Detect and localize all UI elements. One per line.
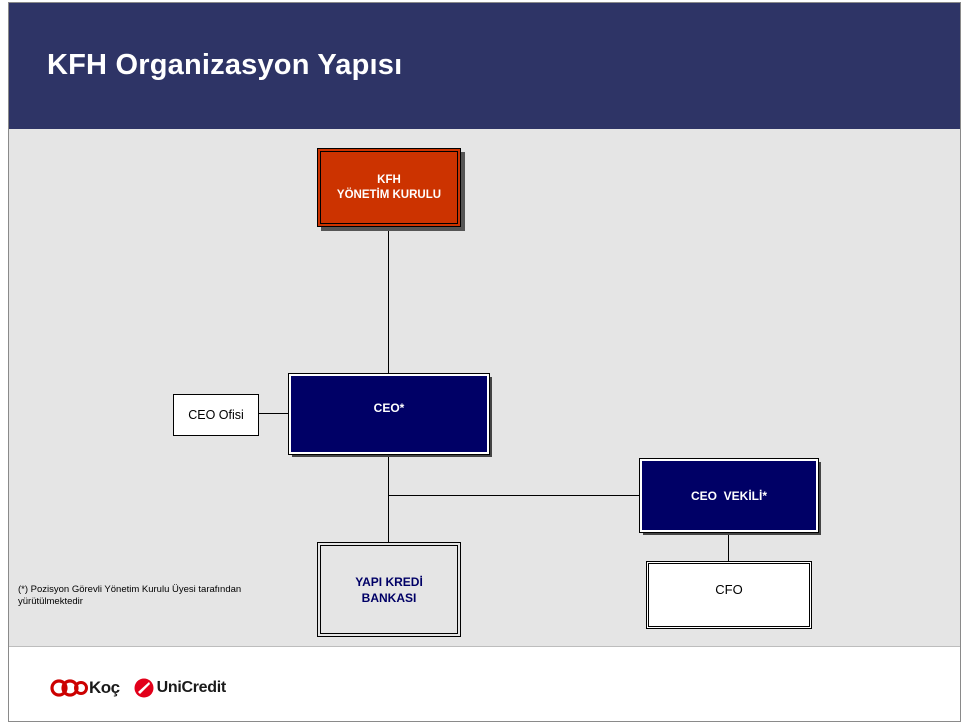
cfo-box: CFO <box>646 561 812 629</box>
connector-deputy-cfo <box>728 532 729 561</box>
ceo-deputy-label: CEO VEKİLİ* <box>690 488 767 503</box>
unicredit-logo-icon <box>134 678 154 698</box>
cfo-label: CFO <box>715 582 743 597</box>
bank-box: YAPI KREDİ BANKASI <box>317 542 461 637</box>
footer-logos: Koç UniCredit <box>50 677 226 699</box>
org-chart-canvas: KFH YÖNETİM KURULU CEO* CEO Ofisi CEO VE… <box>9 129 960 647</box>
connector-board-ceo <box>388 227 389 374</box>
bank-label-line2: BANKASI <box>361 590 417 605</box>
board-label-line1: KFH <box>377 173 401 186</box>
footnote: (*) Pozisyon Görevli Yönetim Kurulu Üyes… <box>18 584 242 607</box>
slide-header: KFH Organizasyon Yapısı <box>9 3 960 129</box>
slide-frame: KFH Organizasyon Yapısı KFH YÖNETİM KURU… <box>8 2 961 722</box>
slide-title: KFH Organizasyon Yapısı <box>47 49 403 81</box>
bank-label-line1: YAPI KREDİ <box>355 574 423 589</box>
connector-ceo-deputy <box>388 495 640 496</box>
unicredit-logo-text: UniCredit <box>156 679 227 696</box>
ceo-deputy-box: CEO VEKİLİ* <box>639 458 819 533</box>
board-box: KFH YÖNETİM KURULU <box>317 148 461 227</box>
ceo-office-box: CEO Ofisi <box>173 394 259 436</box>
ceo-label: CEO* <box>373 401 405 415</box>
board-label-line2: YÖNETİM KURULU <box>336 188 442 201</box>
ceo-box: CEO* <box>288 373 490 455</box>
koc-logo-icon <box>50 679 88 697</box>
ceo-office-label: CEO Ofisi <box>188 408 244 422</box>
connector-ceo-bank <box>388 454 389 542</box>
koc-logo-text: Koç <box>89 678 120 697</box>
connector-ceo-office <box>259 413 289 414</box>
